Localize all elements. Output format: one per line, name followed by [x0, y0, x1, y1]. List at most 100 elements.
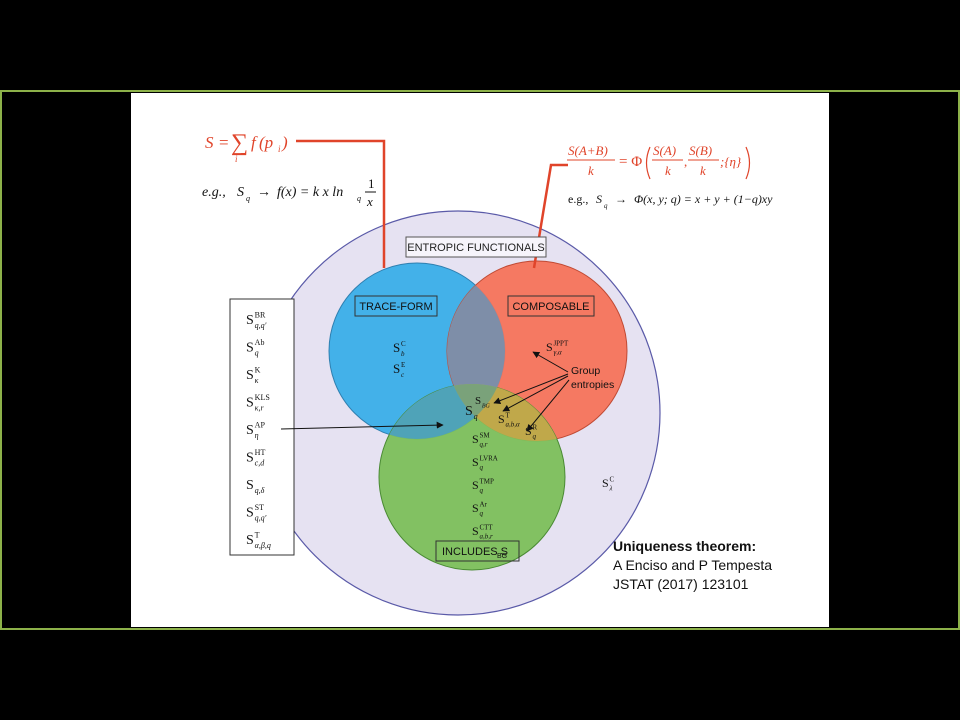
trace-entropy-1-sub: c	[401, 371, 405, 379]
other-entropies-box	[229, 298, 295, 556]
example-fraction-den: x	[366, 194, 373, 209]
other-entropy-7-sub: q,q'	[255, 514, 267, 523]
other-entropy-4-sup: AP	[255, 421, 266, 430]
other-entropy-1-base: S	[246, 341, 254, 356]
example-S-sub: q	[246, 194, 250, 203]
group-entropies-label-1: Group	[571, 365, 600, 377]
sr-entropy-sub: q	[532, 433, 536, 441]
sbg-entropy-0-sub: q,r	[479, 441, 487, 449]
other-entropy-1-sup: Ab	[255, 338, 265, 347]
diagram: S = ∑ i f (p i ) e.g., S q → f(x) = k x …	[202, 130, 773, 616]
entropic-functionals-label: ENTROPIC FUNCTIONALS	[407, 242, 545, 254]
sbg-entropy-base: S	[475, 395, 481, 407]
blue-green-overlap	[379, 384, 505, 439]
comp-den3: k	[700, 163, 706, 178]
other-entropy-7-sup: ST	[255, 503, 264, 512]
example-arrow: →	[257, 185, 271, 200]
example-fraction-num: 1	[368, 176, 375, 191]
sbg-entropy-2-sub: q	[479, 487, 483, 495]
sq-entropy-base: S	[465, 404, 473, 419]
other-entropy-3-sub: κ,r	[255, 404, 265, 413]
example-ln-sub: q	[357, 194, 361, 203]
comp-eg-label: e.g.,	[568, 192, 588, 206]
trace-entropy-0-sub: b	[401, 350, 405, 358]
arrow-group-to-sbg	[493, 373, 569, 404]
includes-label-box	[435, 540, 520, 562]
sbg-entropy-4-base: S	[472, 524, 479, 538]
sr-entropy-sup: R	[532, 424, 537, 432]
sbg-entropy-3-base: S	[472, 501, 479, 515]
sbg-entropy-2-sup: TMP	[479, 478, 494, 486]
composable-example: e.g., S q → Φ(x, y; q) = x + y + (1−q)xy	[568, 192, 773, 210]
other-entropy-4-base: S	[246, 423, 254, 438]
entropic-functionals-label-box	[405, 236, 547, 258]
other-entropy-5-sub: c,d	[255, 459, 266, 468]
sbg-entropy-1-sup: LVRA	[479, 455, 497, 463]
jppt-entropy-sub: γ,α	[553, 349, 562, 357]
trace-entropy-1-base: S	[393, 361, 400, 376]
jppt-entropy-sup: JPPT	[553, 340, 569, 348]
slambda-entropy-base: S	[602, 476, 609, 490]
other-entropy-1-sub: q	[255, 349, 259, 358]
other-entropy-2-base: S	[246, 368, 254, 383]
sbg-entropy-1-sub: q	[479, 464, 483, 472]
sum-symbol: ∑	[231, 130, 248, 156]
comp-example-rhs: Φ(x, y; q) = x + y + (1−q)xy	[634, 192, 773, 206]
includes-label-sub: BG	[497, 553, 507, 560]
composable-formula: S(A+B) k = Φ S(A) k , S(B) k ;{η}	[567, 143, 751, 180]
other-entropy-0-sup: BR	[255, 311, 266, 320]
slambda-entropy-sup: C	[609, 476, 614, 484]
trace-form-example: e.g., S q → f(x) = k x ln q 1 x	[202, 176, 376, 209]
other-entropy-7-base: S	[246, 506, 254, 521]
other-entropy-5-sup: HT	[255, 448, 266, 457]
sbg-entropy-3-sub: q	[479, 510, 483, 518]
other-entropy-0-sub: q,q'	[255, 321, 267, 330]
formula-arg-sub: i	[278, 144, 281, 154]
formula-arg: (p	[259, 133, 273, 152]
sbg-entropy-4-sub: a,b,r	[479, 533, 493, 541]
sum-index: i	[235, 154, 238, 164]
theorem-authors: A Enciso and P Tempesta	[613, 557, 772, 573]
comp-right-paren	[745, 146, 751, 180]
arrow-group-to-sr	[526, 379, 570, 432]
sbg-entropy-0-base: S	[472, 432, 479, 446]
other-entropy-8-base: S	[246, 533, 254, 548]
st-entropy-sup: T	[505, 412, 510, 420]
sbg-entropy-sub: BG	[482, 403, 491, 409]
comp-eq: = Φ	[619, 154, 642, 170]
sbg-entropy-4-sup: CTT	[479, 524, 493, 532]
formula-f: f	[251, 133, 258, 152]
arrow-group-to-st	[502, 375, 569, 412]
sbg-entropy-3-sup: Ar	[479, 501, 487, 509]
other-entropy-3-base: S	[246, 396, 254, 411]
formula-S: S	[205, 133, 214, 152]
comp-num2: S(A)	[653, 143, 676, 158]
comp-left-paren	[645, 146, 651, 180]
other-entropy-8-sub: α,β,q	[255, 541, 271, 550]
st-entropy-base: S	[498, 412, 505, 426]
composable-connector-line	[532, 163, 568, 269]
slide: S = ∑ i f (p i ) e.g., S q → f(x) = k x …	[131, 93, 829, 627]
trace-form-label: TRACE-FORM	[359, 301, 432, 313]
other-entropy-2-sub: κ	[255, 376, 259, 385]
group-entropies-label-2: entropies	[571, 379, 614, 391]
example-fx: f(x) = k x ln	[277, 185, 343, 200]
composable-label-box	[507, 295, 595, 317]
